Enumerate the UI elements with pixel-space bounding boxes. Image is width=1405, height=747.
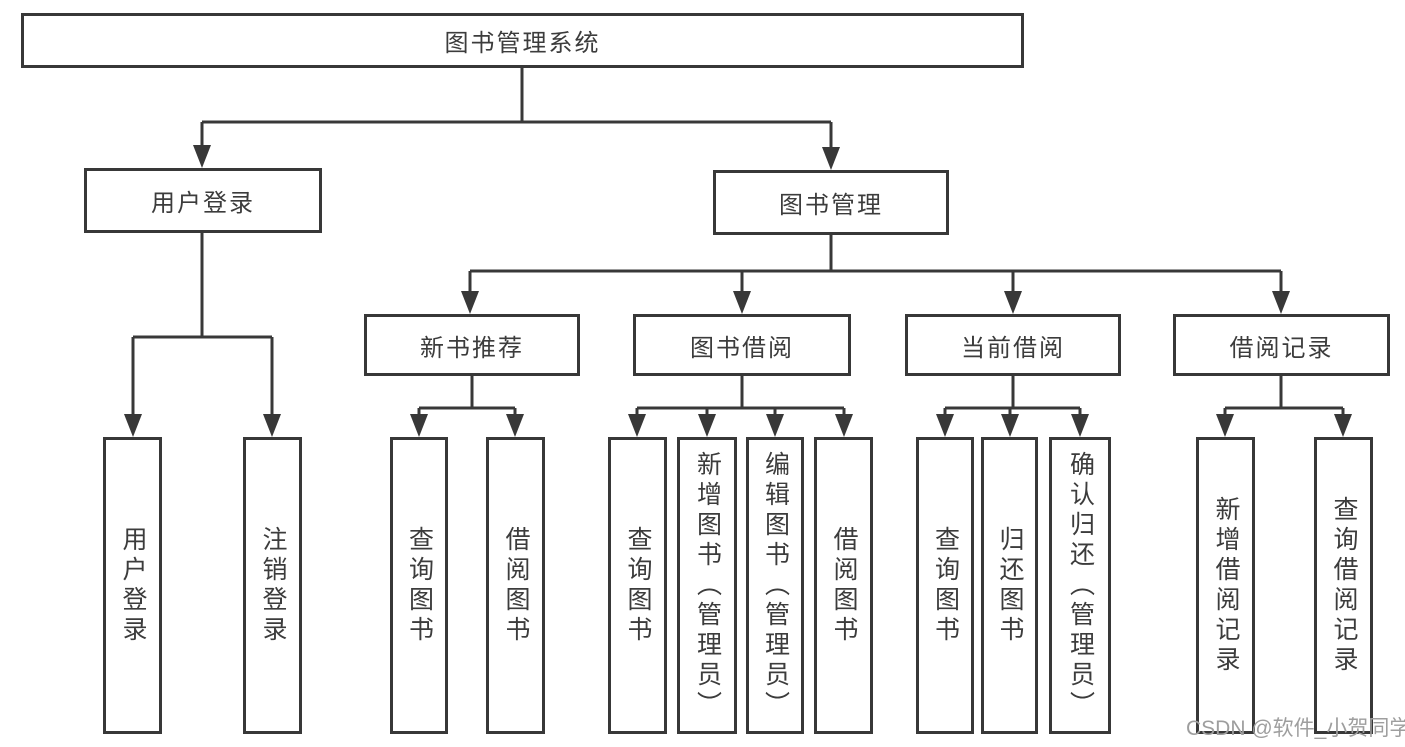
- arrowhead-icon: [124, 414, 142, 437]
- node-current-borrowing: 当前借阅: [905, 314, 1121, 376]
- node-user-login: 用户登录: [84, 168, 322, 233]
- leaf-bb-add-books-admin-label: 新增图书（管理员）: [693, 450, 722, 721]
- leaf-cb-return-books-label: 归还图书: [996, 525, 1024, 646]
- arrowhead-icon: [193, 145, 211, 168]
- csdn-watermark: CSDN @软件_小贺同学: [1186, 717, 1405, 740]
- arrowhead-icon: [835, 414, 853, 437]
- arrowhead-icon: [1272, 291, 1290, 314]
- node-root: 图书管理系统: [21, 13, 1024, 68]
- arrowhead-icon: [766, 414, 784, 437]
- leaf-logout-label: 注销登录: [259, 525, 287, 646]
- tree-branches: [131, 68, 1345, 420]
- leaf-logout: 注销登录: [243, 437, 302, 734]
- leaf-nb-query-books-label: 查询图书: [405, 525, 434, 646]
- node-book-borrowing: 图书借阅: [633, 314, 851, 376]
- arrowhead-icon: [1004, 291, 1022, 314]
- node-book-management-label: 图书管理: [779, 192, 883, 219]
- leaf-bb-edit-books-admin-label: 编辑图书（管理员）: [761, 450, 790, 721]
- arrowhead-icon: [628, 414, 646, 437]
- leaf-user-login: 用户登录: [103, 437, 162, 734]
- arrowhead-icon: [1216, 414, 1234, 437]
- leaf-bb-query-books: 查询图书: [608, 437, 667, 734]
- node-borrow-records-label: 借阅记录: [1229, 334, 1334, 362]
- arrowhead-icon: [461, 291, 479, 314]
- leaf-cb-confirm-return-admin-label: 确认归还（管理员）: [1066, 450, 1095, 721]
- leaf-bb-borrow-books-label: 借阅图书: [830, 525, 858, 646]
- arrowhead-icon: [1001, 414, 1019, 437]
- leaf-cb-query-books-label: 查询图书: [931, 525, 960, 646]
- node-user-login-label: 用户登录: [151, 190, 255, 217]
- arrowhead-icon: [698, 414, 716, 437]
- leaf-br-add-record: 新增借阅记录: [1196, 437, 1255, 734]
- arrowhead-icons: [124, 145, 1352, 437]
- leaf-bb-edit-books-admin: 编辑图书（管理员）: [746, 437, 804, 734]
- leaf-cb-return-books: 归还图书: [981, 437, 1038, 734]
- node-book-management: 图书管理: [713, 170, 949, 235]
- leaf-bb-add-books-admin: 新增图书（管理员）: [677, 437, 737, 734]
- leaf-bb-query-books-label: 查询图书: [624, 525, 652, 646]
- node-root-label: 图书管理系统: [444, 30, 601, 57]
- arrowhead-icon: [1334, 414, 1352, 437]
- leaf-br-query-record: 查询借阅记录: [1314, 437, 1373, 734]
- node-new-book-recommend: 新书推荐: [364, 314, 580, 376]
- arrowhead-icon: [410, 414, 428, 437]
- arrowhead-icon: [506, 414, 524, 437]
- leaf-nb-query-books: 查询图书: [390, 437, 448, 734]
- arrowhead-icon: [822, 147, 840, 170]
- arrowhead-icon: [936, 414, 954, 437]
- leaf-cb-query-books: 查询图书: [916, 437, 974, 734]
- node-current-borrowing-label: 当前借阅: [961, 334, 1065, 362]
- leaf-nb-borrow-books: 借阅图书: [486, 437, 545, 734]
- leaf-br-add-record-label: 新增借阅记录: [1212, 495, 1240, 676]
- arrowhead-icon: [263, 414, 281, 437]
- leaf-user-login-label: 用户登录: [119, 525, 147, 646]
- arrowhead-icon: [1071, 414, 1089, 437]
- arrowhead-icon: [733, 291, 751, 314]
- leaf-cb-confirm-return-admin: 确认归还（管理员）: [1049, 437, 1111, 734]
- leaf-bb-borrow-books: 借阅图书: [814, 437, 873, 734]
- leaf-br-query-record-label: 查询借阅记录: [1330, 495, 1358, 676]
- node-new-book-recommend-label: 新书推荐: [420, 334, 524, 362]
- node-book-borrowing-label: 图书借阅: [690, 334, 794, 362]
- node-borrow-records: 借阅记录: [1173, 314, 1390, 376]
- leaf-nb-borrow-books-label: 借阅图书: [502, 525, 530, 646]
